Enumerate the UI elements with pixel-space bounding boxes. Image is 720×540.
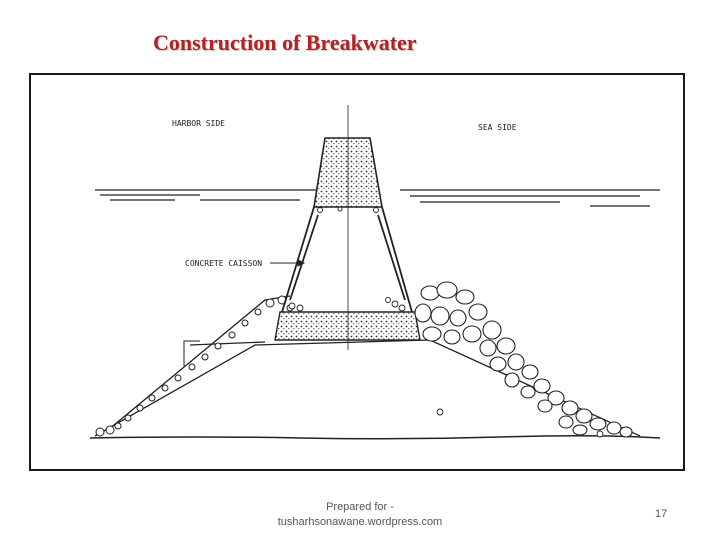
sea-side-label: SEA SIDE	[478, 123, 517, 132]
caisson-leader	[270, 259, 306, 267]
toe-stones	[436, 408, 604, 438]
caisson-walls	[281, 206, 413, 313]
base-bracket	[183, 340, 200, 366]
sea-side-armor-stones	[414, 281, 633, 438]
caisson-fill-stones	[288, 206, 406, 312]
caisson-label: CONCRETE CAISSON	[185, 259, 262, 268]
slide-number: 17	[655, 508, 668, 520]
caisson-base	[274, 311, 421, 341]
slide-title: Construction of Breakwater	[153, 30, 417, 55]
harbor-slope-stones	[95, 295, 294, 437]
footer-credit: Prepared for - tusharhsonawane.wordpress…	[210, 500, 510, 530]
harbor-side-label: HARBOR SIDE	[172, 119, 225, 128]
water-surface-lines	[95, 189, 660, 207]
footer-line-2: tusharhsonawane.wordpress.com	[277, 516, 443, 528]
footer-line-1: Prepared for -	[326, 501, 394, 513]
sea-bed-line	[89, 434, 661, 440]
